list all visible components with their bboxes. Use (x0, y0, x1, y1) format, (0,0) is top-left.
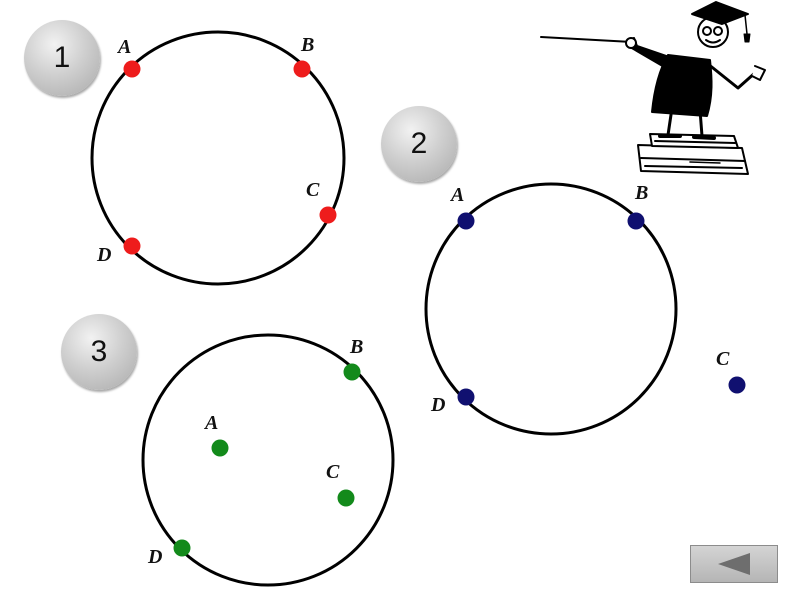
point-2-b (627, 212, 645, 230)
point-3-a (211, 439, 229, 457)
back-button[interactable] (690, 545, 778, 583)
label-1-d: D (96, 244, 111, 266)
figure-1-badge: 1 (24, 20, 100, 96)
label-1-a: A (116, 36, 131, 58)
point-1-a (123, 60, 141, 78)
figure-2: A B C D (424, 182, 746, 436)
triangle-left-icon (718, 553, 750, 575)
label-2-c: C (716, 348, 730, 370)
point-3-d (173, 539, 191, 557)
circle-3 (141, 333, 395, 587)
point-2-a (457, 212, 475, 230)
point-1-b (293, 60, 311, 78)
figure-3: A B C D (141, 333, 395, 587)
label-3-a: A (203, 412, 218, 434)
label-2-d: D (430, 394, 445, 416)
circle-2 (424, 182, 678, 436)
figure-1: A B C D (90, 30, 346, 286)
label-3-c: C (326, 461, 340, 483)
label-1-b: B (300, 34, 314, 56)
label-3-d: D (147, 546, 162, 568)
circle-1 (90, 30, 346, 286)
point-2-d (457, 388, 475, 406)
point-3-b (343, 363, 361, 381)
professor-pointer-icon (540, 1, 766, 175)
book-stack (637, 133, 749, 175)
point-1-d (123, 237, 141, 255)
point-1-c (319, 206, 337, 224)
figure-2-badge: 2 (381, 106, 457, 182)
label-3-b: B (349, 336, 363, 358)
point-3-c (337, 489, 355, 507)
point-2-c (728, 376, 746, 394)
label-1-c: C (306, 179, 320, 201)
label-2-a: A (449, 184, 464, 206)
figure-3-badge: 3 (61, 314, 137, 390)
label-2-b: B (634, 182, 648, 204)
